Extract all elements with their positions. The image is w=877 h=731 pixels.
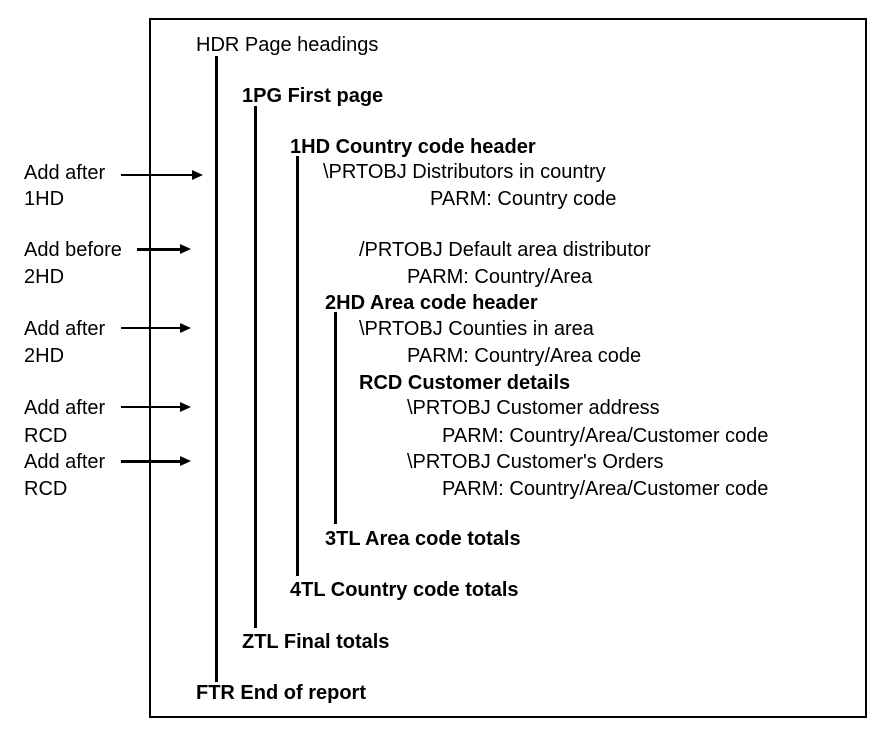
parm-country-area-label: PARM: Country/Area <box>407 266 593 288</box>
annotation-2-line2: 2HD <box>24 266 65 288</box>
area-scope-line <box>334 312 337 524</box>
hdr-scope-line <box>215 56 218 682</box>
prtobj-distributors-label: \PRTOBJ Distributors in country <box>323 161 606 183</box>
final-totals-label: ZTL Final totals <box>242 631 390 653</box>
country-scope-line <box>296 156 299 576</box>
annotation-3-line2: 2HD <box>24 345 65 367</box>
annotation-1-line2: 1HD <box>24 188 65 210</box>
annotation-2-arrow <box>137 244 191 254</box>
parm-customer-code-2-label: PARM: Country/Area/Customer code <box>442 478 769 500</box>
annotation-1-line1: Add after <box>24 162 106 184</box>
annotation-2-line1: Add before <box>24 239 122 261</box>
annotation-3-arrow <box>121 323 191 333</box>
first-page-scope-line <box>254 106 257 628</box>
prtobj-default-area-label: /PRTOBJ Default area distributor <box>359 239 651 261</box>
annotation-3-line1: Add after <box>24 318 106 340</box>
annotation-4-arrow <box>121 402 191 412</box>
annotation-5-arrow <box>121 456 191 466</box>
hdr-label: HDR Page headings <box>196 34 379 56</box>
area-totals-label: 3TL Area code totals <box>325 528 521 550</box>
customer-details-label: RCD Customer details <box>359 372 571 394</box>
first-page-label: 1PG First page <box>242 85 384 107</box>
prtobj-counties-label: \PRTOBJ Counties in area <box>359 318 594 340</box>
country-totals-label: 4TL Country code totals <box>290 579 519 601</box>
area-header-label: 2HD Area code header <box>325 292 538 314</box>
parm-country-code-label: PARM: Country code <box>430 188 617 210</box>
annotation-4-line2: RCD <box>24 425 68 447</box>
annotation-1-arrow <box>121 170 203 180</box>
country-header-label: 1HD Country code header <box>290 136 536 158</box>
prtobj-customer-address-label: \PRTOBJ Customer address <box>407 397 660 419</box>
parm-customer-code-1-label: PARM: Country/Area/Customer code <box>442 425 769 447</box>
ftr-label: FTR End of report <box>196 682 366 704</box>
annotation-5-line1: Add after <box>24 451 106 473</box>
annotation-4-line1: Add after <box>24 397 106 419</box>
prtobj-customer-orders-label: \PRTOBJ Customer's Orders <box>407 451 664 473</box>
parm-country-area-code-label: PARM: Country/Area code <box>407 345 642 367</box>
annotation-5-line2: RCD <box>24 478 68 500</box>
diagram-frame <box>149 18 867 718</box>
